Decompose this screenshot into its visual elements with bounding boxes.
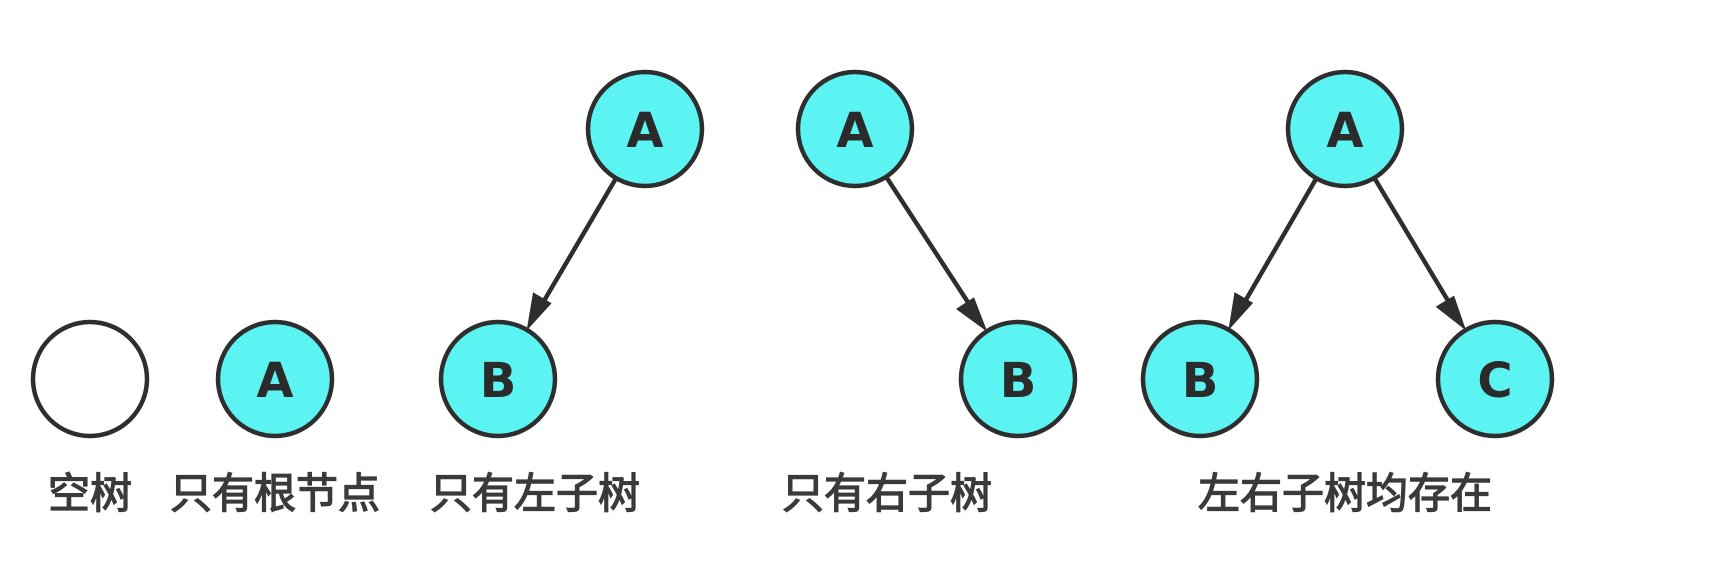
- node-circle: [1140, 319, 1260, 439]
- case-caption-left-subtree-only: 只有左子树: [430, 469, 640, 518]
- node-circle: [30, 319, 150, 439]
- node-circle: [958, 319, 1078, 439]
- tree-edge-left-subtree-only-0: [526, 176, 619, 331]
- node-label: C: [1477, 353, 1512, 409]
- tree-edge-both-subtrees-0: [1228, 177, 1319, 331]
- tree-edge-right-subtree-only-0: [884, 175, 988, 332]
- node-circle: [1435, 319, 1555, 439]
- node-label: A: [626, 103, 663, 159]
- tree-node-b-both-subtrees[interactable]: B: [1140, 319, 1260, 439]
- tree-node-empty-empty-tree[interactable]: [30, 319, 150, 439]
- tree-node-b-left-subtree-only[interactable]: B: [438, 319, 558, 439]
- node-label: B: [1182, 353, 1219, 409]
- node-circle: [585, 69, 705, 189]
- captions-layer: 空树只有根节点 只有左子树 只有右子树 左右子树均存在: [48, 469, 1492, 518]
- tree-node-a-left-subtree-only[interactable]: A: [585, 69, 705, 189]
- edges-layer: [526, 175, 1467, 332]
- case-caption-both-subtrees: 左右子树均存在: [1198, 469, 1492, 518]
- tree-node-a-root-only[interactable]: A: [215, 319, 335, 439]
- node-circle: [1285, 69, 1405, 189]
- tree-node-a-right-subtree-only[interactable]: A: [795, 69, 915, 189]
- node-circle: [215, 319, 335, 439]
- tree-edge-both-subtrees-1: [1372, 176, 1467, 331]
- tree-node-b-right-subtree-only[interactable]: B: [958, 319, 1078, 439]
- node-label: A: [836, 103, 873, 159]
- node-label: B: [1000, 353, 1037, 409]
- tree-node-a-both-subtrees[interactable]: A: [1285, 69, 1405, 189]
- nodes-layer: A A B A B A B C: [30, 69, 1555, 439]
- node-circle: [795, 69, 915, 189]
- node-label: A: [256, 353, 293, 409]
- node-label: A: [1326, 103, 1363, 159]
- case-caption-empty-tree: 空树: [48, 469, 132, 518]
- case-caption-root-only: 只有根节点: [170, 469, 380, 518]
- node-circle: [438, 319, 558, 439]
- node-label: B: [480, 353, 517, 409]
- tree-node-c-both-subtrees[interactable]: C: [1435, 319, 1555, 439]
- case-caption-right-subtree-only: 只有右子树: [782, 469, 992, 518]
